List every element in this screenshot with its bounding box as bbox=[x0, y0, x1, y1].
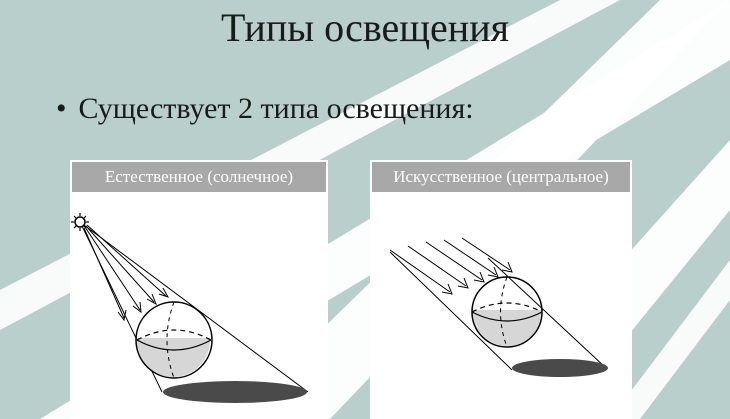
sun-icon bbox=[71, 213, 89, 231]
point-source-diagram bbox=[71, 213, 309, 403]
artificial-lighting-label: Искусственное (центральное) bbox=[370, 160, 632, 194]
shadow bbox=[512, 359, 608, 377]
shadow bbox=[163, 381, 307, 403]
bullet-marker: • bbox=[56, 92, 67, 125]
bullet-text: Существует 2 типа освещения: bbox=[78, 92, 474, 125]
artificial-lighting-panel: Искусственное (центральное) bbox=[370, 160, 632, 419]
natural-lighting-panel: Естественное (солнечное) bbox=[70, 160, 328, 419]
page-title: Типы освещения bbox=[220, 5, 510, 50]
parallel-rays-diagram bbox=[389, 237, 608, 377]
sphere bbox=[471, 276, 543, 348]
natural-lighting-label: Естественное (солнечное) bbox=[70, 160, 328, 194]
bullet-item: • Существует 2 типа освещения: bbox=[56, 92, 474, 126]
sphere bbox=[135, 301, 213, 379]
